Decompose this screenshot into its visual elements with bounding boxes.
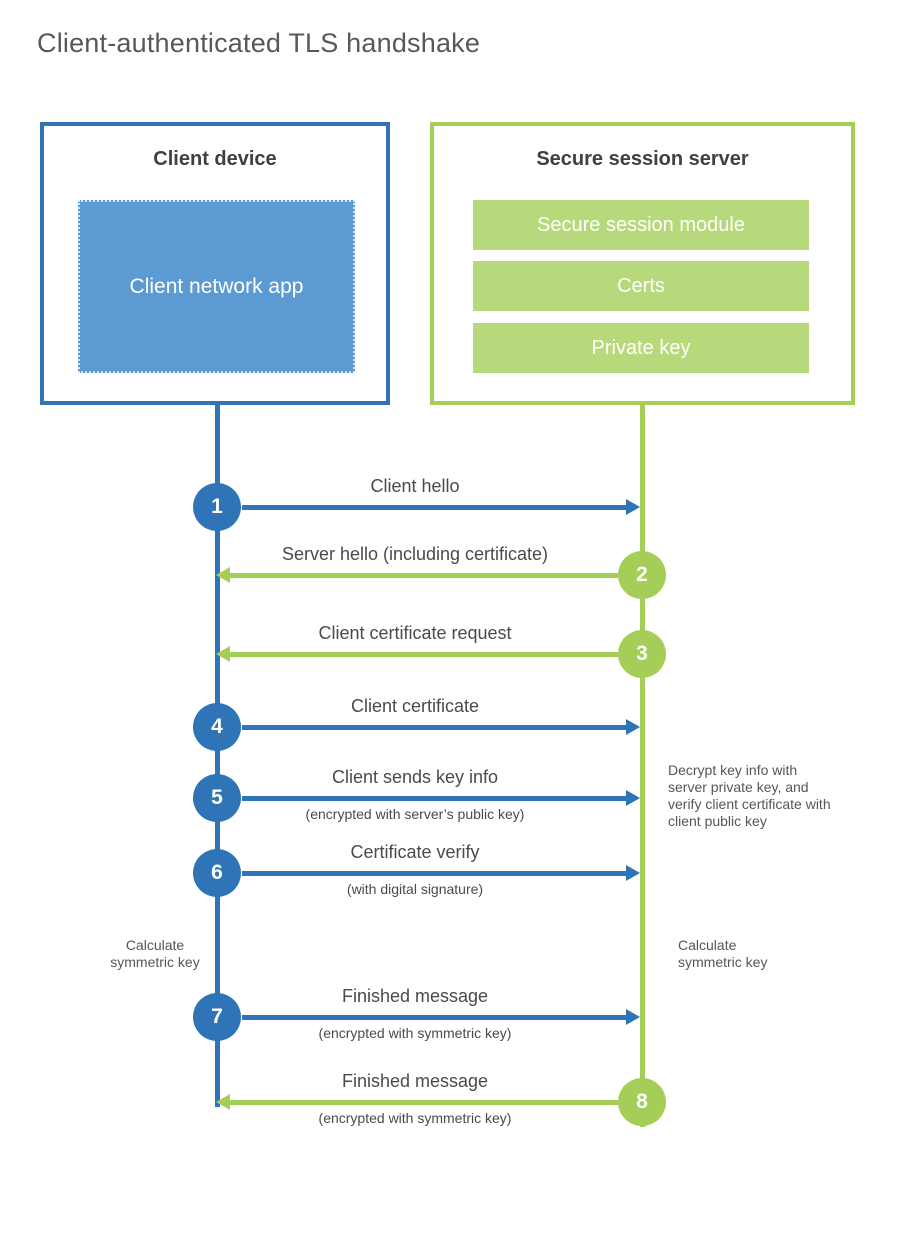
arrow-shaft [242, 796, 626, 801]
step-5-sublabel: (encrypted with server’s public key) [305, 806, 525, 822]
step-5-label: Client sends key info [331, 767, 499, 787]
decrypt-key-note: Decrypt key info with server private key… [668, 762, 831, 829]
step-3-label: Client certificate request [318, 623, 512, 643]
step-4-marker: 4 [193, 703, 241, 751]
client-network-app-box: Client network app [78, 200, 355, 373]
server-module-certs: Certs [473, 261, 809, 311]
client-box-title: Client device [153, 148, 277, 170]
step-8-marker: 8 [618, 1078, 666, 1126]
calculate-symmetric-key-note-client: Calculate symmetric key [110, 937, 200, 970]
step-7-marker: 7 [193, 993, 241, 1041]
arrow-right-icon [626, 865, 640, 881]
arrow-shaft [242, 1015, 626, 1020]
step-1-label: Client hello [370, 476, 460, 496]
secure-session-server-box: Secure session server Secure session mod… [430, 122, 855, 405]
client-lifeline [215, 405, 220, 1107]
arrow-shaft [242, 725, 626, 730]
step-7-sublabel: (encrypted with symmetric key) [318, 1025, 512, 1041]
arrow-left-icon [216, 1094, 230, 1110]
arrow-shaft [230, 573, 618, 578]
step-7-label: Finished message [341, 986, 489, 1006]
arrow-shaft [230, 652, 618, 657]
arrow-right-icon [626, 790, 640, 806]
step-2-marker: 2 [618, 551, 666, 599]
client-network-app-label: Client network app [129, 274, 304, 298]
step-2-label: Server hello (including certificate) [281, 544, 549, 564]
step-6-marker: 6 [193, 849, 241, 897]
server-lifeline [640, 405, 645, 1127]
arrow-shaft [242, 871, 626, 876]
step-3-marker: 3 [618, 630, 666, 678]
step-6-label: Certificate verify [350, 842, 480, 862]
server-box-title: Secure session server [536, 148, 749, 170]
step-8-sublabel: (encrypted with symmetric key) [318, 1110, 512, 1126]
arrow-left-icon [216, 646, 230, 662]
calculate-symmetric-key-note-server: Calculate symmetric key [678, 937, 768, 970]
arrow-shaft [242, 505, 626, 510]
arrow-right-icon [626, 499, 640, 515]
step-8-label: Finished message [341, 1071, 489, 1091]
server-module-private-key: Private key [473, 323, 809, 373]
arrow-shaft [230, 1100, 618, 1105]
step-4-label: Client certificate [350, 696, 480, 716]
page-title: Client-authenticated TLS handshake [37, 28, 481, 58]
arrow-left-icon [216, 567, 230, 583]
server-module-secure-session: Secure session module [473, 200, 809, 250]
arrow-right-icon [626, 1009, 640, 1025]
arrow-right-icon [626, 719, 640, 735]
step-1-marker: 1 [193, 483, 241, 531]
step-5-marker: 5 [193, 774, 241, 822]
client-device-box: Client device Client network app [40, 122, 390, 405]
step-6-sublabel: (with digital signature) [346, 881, 484, 897]
